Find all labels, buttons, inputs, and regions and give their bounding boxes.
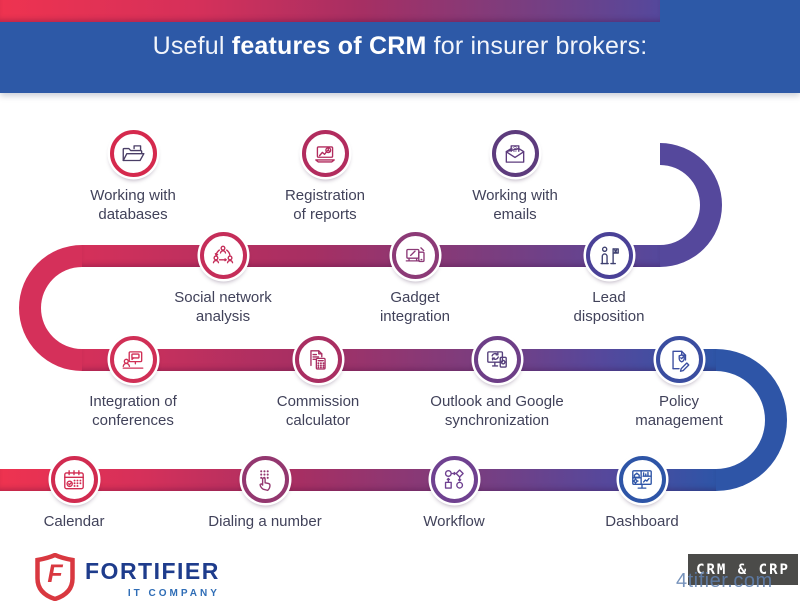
feature-circle xyxy=(294,336,342,383)
dashboard-monitor-icon xyxy=(629,467,655,493)
crm-crp-badge: CRM & CRP xyxy=(688,554,798,585)
video-conference-icon xyxy=(120,347,146,373)
laptop-chart-icon xyxy=(312,141,338,167)
feature-label: Policy management xyxy=(635,393,723,429)
feature-calendar: Calendar xyxy=(0,456,159,531)
feature-circle xyxy=(50,456,98,503)
envelope-at-icon xyxy=(502,141,528,167)
flowchart-icon xyxy=(441,467,467,493)
feature-circle xyxy=(109,130,157,177)
feature-label: Social network analysis xyxy=(174,289,272,325)
feature-dashboard: Dashboard xyxy=(557,456,727,531)
devices-icon xyxy=(402,243,428,269)
feature-label: Dashboard xyxy=(605,513,679,530)
calendar-icon xyxy=(61,467,87,493)
feature-circle xyxy=(391,232,439,279)
title-emphasis: features of CRM xyxy=(231,32,427,60)
feature-working-with-databases: Working with databases xyxy=(48,130,218,224)
feature-circle xyxy=(199,232,247,279)
feature-outlook-google-synchronization: Outlook and Google synchronization xyxy=(412,336,582,430)
feature-commission-calculator: Commission calculator xyxy=(233,336,403,430)
feature-integration-of-conferences: Integration of conferences xyxy=(48,336,218,430)
feature-gadget-integration: Gadget integration xyxy=(330,232,500,326)
ribbon-row-3 xyxy=(82,349,716,371)
feature-circle xyxy=(618,456,666,503)
logo-text: FORTIFIER IT COMPANY xyxy=(85,553,220,599)
title-part-1: Useful xyxy=(152,32,232,60)
feature-dialing-a-number: Dialing a number xyxy=(180,456,350,531)
feature-social-network-analysis: Social network analysis xyxy=(138,232,308,326)
feature-policy-management: Policy management xyxy=(594,336,764,430)
feature-circle xyxy=(655,336,703,383)
fortifier-logo: F FORTIFIER IT COMPANY xyxy=(33,553,220,601)
feature-label: Outlook and Google synchronization xyxy=(430,393,564,429)
feature-working-with-emails: Working with emails xyxy=(430,130,600,224)
feature-label: Working with emails xyxy=(472,187,558,223)
feature-label: Integration of conferences xyxy=(89,393,177,429)
feature-label: Workflow xyxy=(423,513,485,530)
feature-circle xyxy=(430,456,478,503)
feature-circle xyxy=(241,456,289,503)
shield-letter: F xyxy=(47,560,63,588)
page-title: Useful features of CRM for insurer broke… xyxy=(153,32,648,61)
network-people-icon xyxy=(210,243,236,269)
feature-workflow: Workflow xyxy=(369,456,539,531)
logo-name: FORTIFIER xyxy=(85,558,220,584)
feature-label: Working with databases xyxy=(90,187,176,223)
feature-circle xyxy=(491,130,539,177)
ribbon-row-4 xyxy=(0,469,716,491)
feature-lead-disposition: Lead disposition xyxy=(524,232,694,326)
watermark-text: 4tifier.com xyxy=(676,570,773,592)
feature-circle xyxy=(473,336,521,383)
feature-label: Gadget integration xyxy=(379,289,451,325)
feature-label: Registration of reports xyxy=(284,187,366,223)
folder-icon xyxy=(120,141,146,167)
logo-tagline: IT COMPANY xyxy=(127,588,220,599)
calculator-doc-icon xyxy=(305,347,331,373)
sync-monitor-icon xyxy=(484,347,510,373)
feature-circle xyxy=(585,232,633,279)
shield-shape-icon xyxy=(35,553,75,601)
feature-label: Dialing a number xyxy=(208,513,322,530)
fortifier-shield-icon: F xyxy=(33,553,77,601)
feature-circle xyxy=(109,336,157,383)
person-flag-icon xyxy=(596,243,622,269)
feature-label: Calendar xyxy=(43,513,105,530)
ribbon-row-1 xyxy=(0,0,660,22)
feature-label: Lead disposition xyxy=(573,289,645,325)
document-check-pencil-icon xyxy=(666,347,692,373)
feature-registration-of-reports: Registration of reports xyxy=(240,130,410,224)
keypad-hand-icon xyxy=(252,467,278,493)
title-part-3: for insurer brokers: xyxy=(426,32,648,60)
feature-circle xyxy=(301,130,349,177)
feature-label: Commission calculator xyxy=(276,393,360,429)
